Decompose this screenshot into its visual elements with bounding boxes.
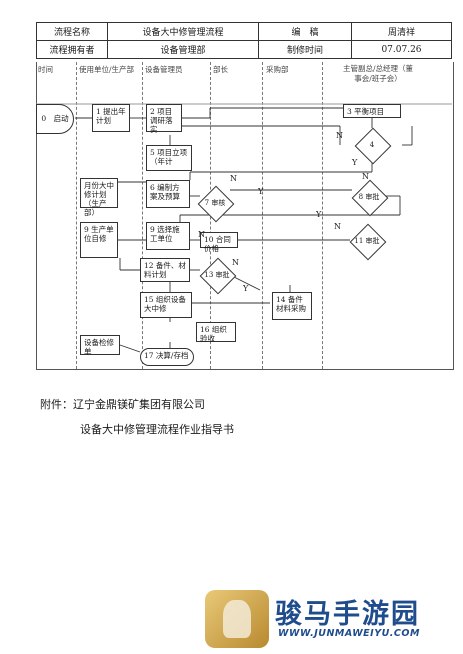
step-3-balance: 3 平衡项目 — [343, 104, 401, 118]
step-2-research: 2 项目调研落实 — [146, 104, 182, 134]
lane-time: 时间 — [38, 65, 53, 74]
footer-attachment: 附件：辽宁金鼎镁矿集团有限公司 — [40, 398, 205, 411]
doc-monthly-plan: 月份大中修计划（生产部） — [80, 178, 118, 217]
label-n: N — [362, 172, 369, 181]
lane-divider — [142, 62, 143, 369]
label-y: Y — [352, 158, 358, 167]
watermark-url: WWW.JUNMAWEIYU.COM — [278, 628, 420, 639]
step-17-settlement: 17 决算/存档 — [140, 348, 194, 366]
lane-divider — [262, 62, 263, 369]
label-y: Y — [243, 284, 249, 293]
step-9-select-contractor: 9 选择施工单位 — [146, 222, 190, 250]
lane-purchasing: 采购部 — [266, 65, 289, 74]
start-node: 0 启动 — [36, 104, 74, 134]
step-15-organize-repair: 15 组织设备大中修 — [140, 292, 192, 318]
label-n: N — [198, 230, 205, 239]
decision-7-review: 7 审核 — [197, 185, 235, 223]
step-16-acceptance: 16 组织验收 — [196, 322, 236, 343]
revision-time: 07.07.26 — [351, 40, 452, 59]
doc-repair-sheet: 设备检修单 — [80, 335, 120, 356]
label-n: N — [334, 222, 341, 231]
step-12-materials-plan: 12 备件、材料计划 — [140, 258, 190, 282]
footer-guide-title: 设备大中修管理流程作业指导书 — [80, 423, 234, 436]
decision-4: 4 — [354, 127, 392, 165]
lane-executive: 主管副总/总经理（董事会/班子会） — [342, 64, 414, 83]
step-9-self-repair: 9 生产单位自修 — [80, 222, 118, 258]
lane-user-unit: 使用单位/生产部 — [79, 65, 135, 74]
decision-11-approve: 11 审批 — [349, 223, 387, 261]
decision-13-approve: 13 审批 — [199, 257, 237, 295]
watermark-brand: 骏马手游园 — [275, 599, 420, 630]
lane-equipment-admin: 设备管理员 — [145, 65, 183, 74]
header-table: 流程名称 设备大中修管理流程 编 稿 周清祥 流程拥有者 设备管理部 制修时间 … — [36, 22, 452, 59]
label-n: N — [232, 258, 239, 267]
lane-minister: 部长 — [213, 65, 228, 74]
lane-divider — [76, 62, 77, 369]
step-6-budget: 6 编制方案及预算 — [146, 180, 190, 208]
lane-divider — [322, 62, 323, 369]
label-y: Y — [316, 210, 322, 219]
step-1-annual-plan: 1 提出年计划 — [92, 104, 130, 132]
swimlane-frame — [36, 62, 454, 370]
step-5-approval: 5 项目立项（年计 — [146, 145, 192, 171]
label-y: Y — [258, 187, 264, 196]
horse-logo-icon — [205, 590, 269, 648]
label-n: N — [336, 131, 343, 140]
label-n: N — [230, 174, 237, 183]
step-10-contract: 10 合同价格 — [200, 232, 238, 253]
step-14-purchase: 14 备件材料采购 — [272, 292, 312, 320]
decision-8-approve: 8 审批 — [351, 179, 389, 217]
label-revision-time: 制修时间 — [258, 40, 352, 59]
owner: 设备管理部 — [107, 40, 259, 59]
